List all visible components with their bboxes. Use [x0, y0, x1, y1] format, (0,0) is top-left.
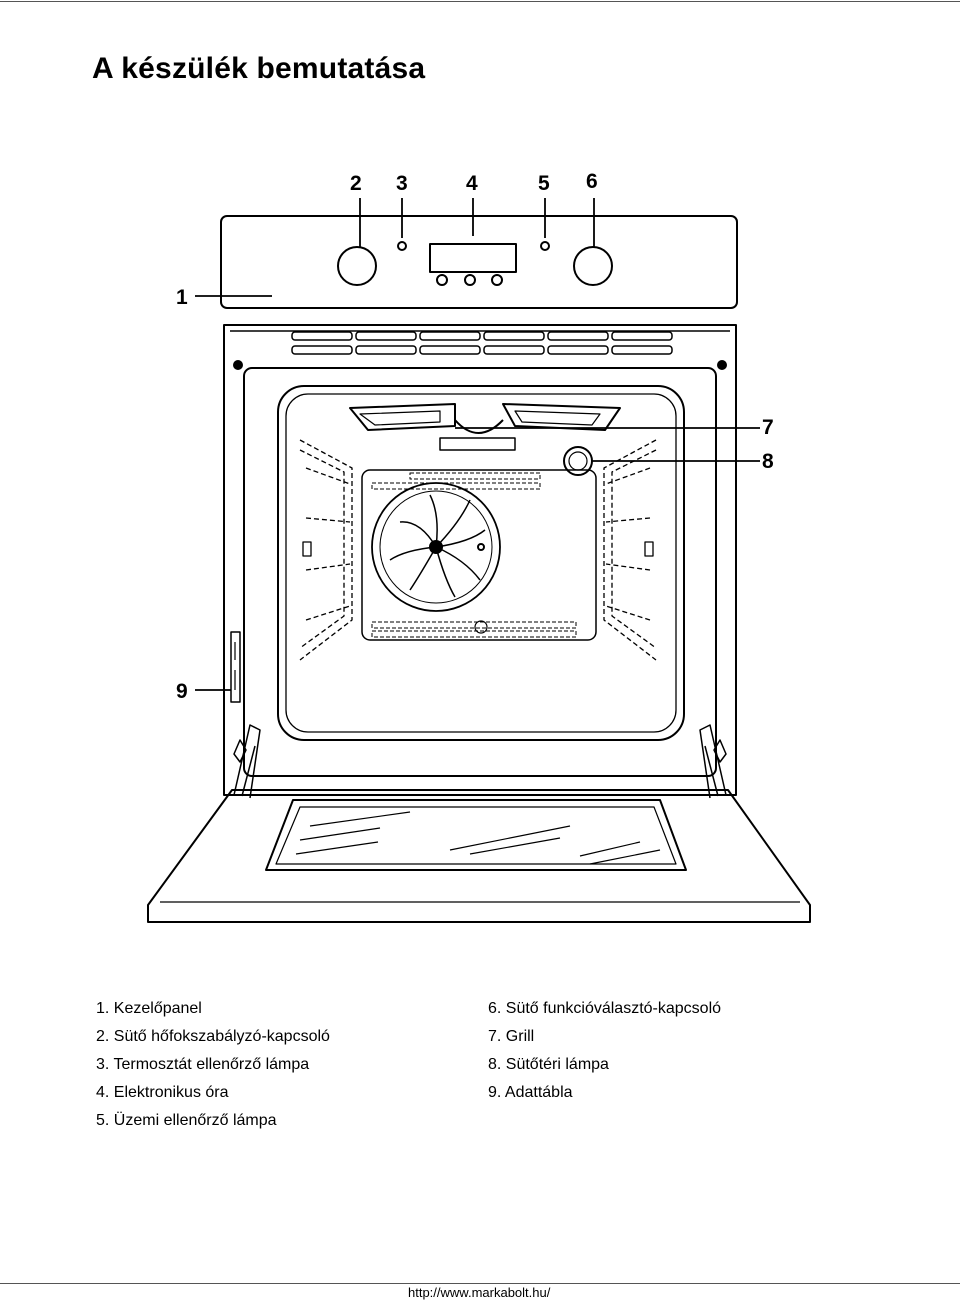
callout-4: 4	[466, 172, 478, 195]
legend-right: 6. Sütő funkcióválasztó-kapcsoló 7. Gril…	[488, 995, 721, 1107]
callout-7: 7	[762, 416, 774, 439]
left-hinge	[233, 724, 261, 799]
legend-left: 1. Kezelőpanel 2. Sütő hőfokszabályzó-ka…	[96, 995, 330, 1135]
power-lamp	[540, 241, 550, 251]
control-panel	[220, 215, 738, 309]
bottom-rule	[0, 1283, 960, 1284]
oven-cavity	[277, 385, 685, 741]
rating-plate	[230, 631, 241, 703]
callout-3: 3	[396, 172, 408, 195]
legend-item: 3. Termosztát ellenőrző lámpa	[96, 1056, 310, 1073]
convection-fan	[371, 482, 501, 612]
door-glass	[265, 799, 687, 871]
callout-1: 1	[176, 286, 188, 309]
oven-diagram: 1 2 3 4 5 6 7 8 9	[0, 150, 960, 940]
left-rack	[299, 439, 353, 661]
function-knob	[573, 246, 613, 286]
right-hinge	[699, 724, 727, 799]
clock-button-1	[436, 274, 448, 286]
legend-item: 7. Grill	[488, 1028, 535, 1045]
callout-9: 9	[176, 680, 188, 703]
temperature-knob	[337, 246, 377, 286]
footer-url: http://www.markabolt.hu/	[408, 1285, 551, 1300]
legend-item: 5. Üzemi ellenőrző lámpa	[96, 1112, 277, 1129]
callout-8: 8	[762, 450, 774, 473]
legend-item: 4. Elektronikus óra	[96, 1084, 229, 1101]
callout-6: 6	[586, 170, 598, 193]
right-rack	[603, 439, 657, 661]
page-title: A készülék bemutatása	[92, 52, 426, 85]
callout-2: 2	[350, 172, 362, 195]
legend-item: 6. Sütő funkcióválasztó-kapcsoló	[488, 1000, 722, 1017]
legend-item: 8. Sütőtéri lámpa	[488, 1056, 609, 1073]
legend-item: 2. Sütő hőfokszabályzó-kapcsoló	[96, 1028, 330, 1045]
clock-button-3	[491, 274, 503, 286]
vent-holes-top	[371, 472, 541, 490]
top-rule	[0, 1, 960, 2]
clock-display	[429, 243, 517, 273]
vent-holes-bottom	[371, 621, 577, 638]
legend-item: 9. Adattábla	[488, 1084, 573, 1101]
legend-item: 1. Kezelőpanel	[96, 1000, 202, 1017]
glass-reflection	[295, 811, 661, 865]
oven-illustration: 1 2 3 4 5 6 7 8 9	[147, 170, 811, 923]
oven-front-frame	[243, 367, 717, 777]
vent-slots	[291, 331, 673, 355]
oven-body	[223, 324, 737, 796]
thermostat-lamp	[397, 241, 407, 251]
callout-5: 5	[538, 172, 550, 195]
oven-lamp	[563, 446, 593, 476]
grill-element	[349, 403, 621, 451]
back-panel	[361, 469, 597, 641]
clock-button-2	[464, 274, 476, 286]
oven-door	[147, 789, 811, 923]
